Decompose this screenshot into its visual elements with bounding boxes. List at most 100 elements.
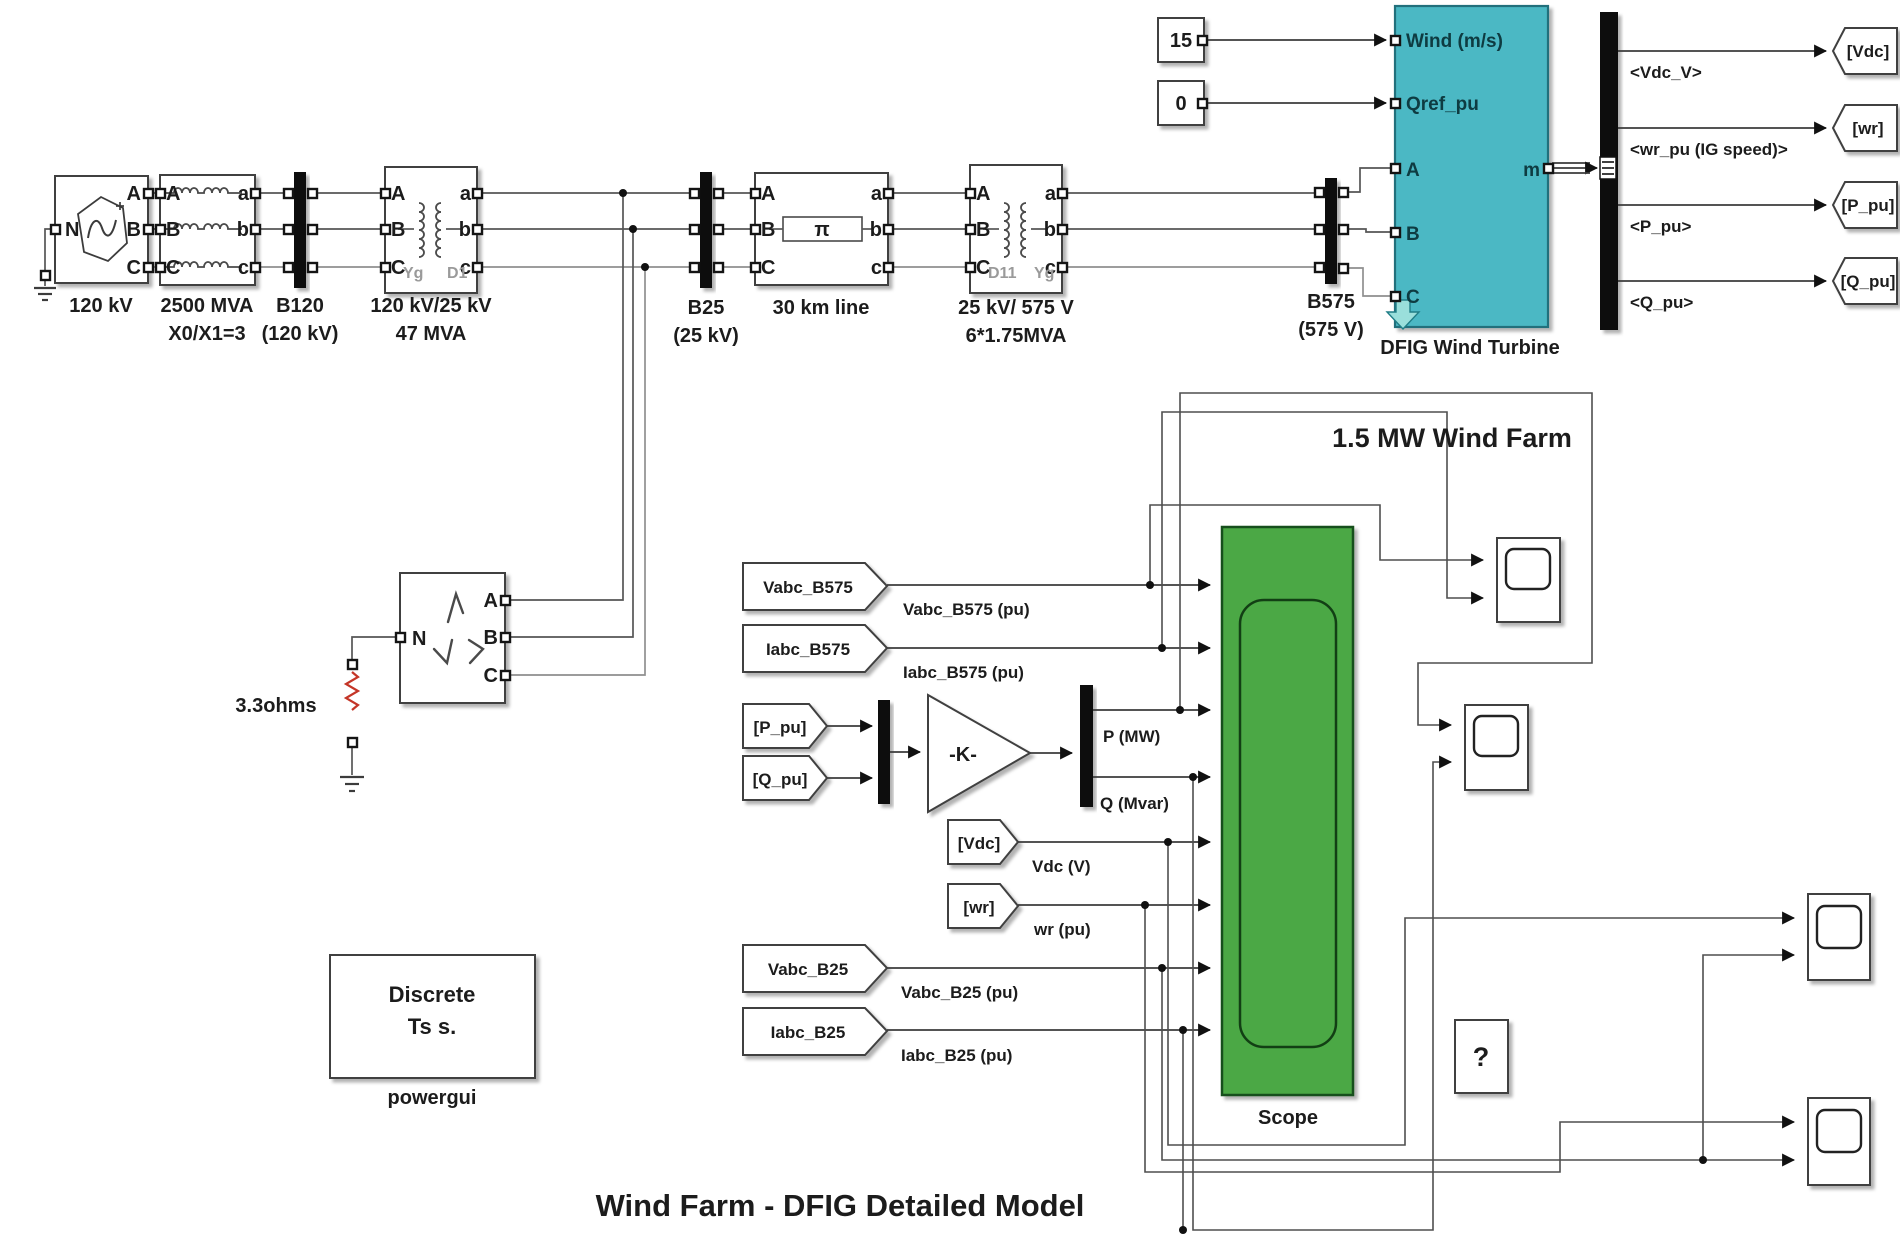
port[interactable] (471, 223, 484, 236)
port[interactable] (49, 223, 62, 236)
port[interactable] (142, 261, 155, 274)
port[interactable] (142, 223, 155, 236)
dfig-input-qref-label: Qref_pu (1406, 94, 1479, 115)
port[interactable] (1056, 261, 1069, 274)
scope2-screen-icon (1472, 714, 1520, 758)
constant-wind-speed-block[interactable] (1157, 17, 1205, 63)
port[interactable] (499, 669, 512, 682)
port[interactable] (712, 261, 725, 274)
port[interactable] (282, 223, 295, 236)
branch-dot (1158, 644, 1166, 652)
bus-b25[interactable] (700, 172, 712, 288)
port[interactable] (471, 261, 484, 274)
port[interactable] (1196, 34, 1209, 47)
port[interactable] (964, 223, 977, 236)
goto-tag-qpu[interactable] (1831, 257, 1898, 305)
port[interactable] (1389, 290, 1402, 303)
port-label: C (391, 257, 405, 279)
from-tag-vdc[interactable] (947, 819, 1020, 865)
constant-qref-block[interactable] (1157, 80, 1205, 126)
wire-ground-riser-a (505, 193, 624, 601)
port[interactable] (306, 223, 319, 236)
winding-label-yg: Yg (403, 265, 423, 282)
port[interactable] (154, 261, 167, 274)
port[interactable] (964, 261, 977, 274)
port[interactable] (379, 187, 392, 200)
port[interactable] (1313, 223, 1326, 236)
demux[interactable] (1080, 685, 1093, 807)
port[interactable] (749, 223, 762, 236)
port[interactable] (1389, 97, 1402, 110)
from-tag-ppu[interactable] (742, 703, 829, 749)
port[interactable] (882, 187, 895, 200)
port[interactable] (688, 223, 701, 236)
from-tag-wr[interactable] (947, 883, 1020, 929)
port[interactable] (1337, 186, 1350, 199)
pi-symbol: π (814, 219, 829, 241)
port[interactable] (1389, 162, 1402, 175)
port[interactable] (964, 187, 977, 200)
port[interactable] (1337, 223, 1350, 236)
from-tag-vabc-b575[interactable] (742, 562, 889, 611)
port[interactable] (249, 187, 262, 200)
dfig-wind-turbine-block[interactable] (1393, 4, 1550, 329)
port[interactable] (346, 658, 359, 671)
port[interactable] (154, 187, 167, 200)
bus-b575[interactable] (1325, 178, 1337, 284)
port[interactable] (749, 187, 762, 200)
port[interactable] (1056, 223, 1069, 236)
from-tag-vdc-label: [Vdc] (958, 834, 1001, 853)
port[interactable] (249, 223, 262, 236)
port[interactable] (379, 223, 392, 236)
from-tag-vabc-b25[interactable] (742, 944, 889, 993)
port[interactable] (282, 187, 295, 200)
port[interactable] (346, 736, 359, 749)
port[interactable] (306, 261, 319, 274)
port[interactable] (1313, 261, 1326, 274)
goto-tag-wr[interactable] (1831, 104, 1898, 152)
port[interactable] (712, 187, 725, 200)
gain-block[interactable] (927, 693, 1033, 814)
port[interactable] (379, 261, 392, 274)
port[interactable] (154, 223, 167, 236)
port[interactable] (688, 187, 701, 200)
help-block[interactable] (1454, 1019, 1509, 1094)
port[interactable] (1313, 186, 1326, 199)
port[interactable] (499, 631, 512, 644)
port[interactable] (749, 261, 762, 274)
mux[interactable] (878, 700, 890, 804)
port[interactable] (1389, 34, 1402, 47)
from-tag-iabc-b25[interactable] (742, 1007, 889, 1056)
port[interactable] (1389, 226, 1402, 239)
goto-tag-ppu[interactable] (1831, 181, 1898, 229)
port[interactable] (882, 223, 895, 236)
port[interactable] (1542, 162, 1555, 175)
port[interactable] (39, 269, 52, 282)
bus-b120[interactable] (294, 172, 306, 288)
bus-b25-label2: (25 kV) (673, 325, 739, 347)
port-label: A (976, 183, 990, 205)
goto-tag-vdc[interactable] (1831, 27, 1898, 75)
port[interactable] (142, 187, 155, 200)
port[interactable] (1196, 97, 1209, 110)
port-label: N (412, 628, 426, 650)
port[interactable] (1337, 262, 1350, 275)
port[interactable] (249, 261, 262, 274)
grounding-transformer-block[interactable] (399, 572, 506, 704)
port[interactable] (282, 261, 295, 274)
port[interactable] (499, 594, 512, 607)
scope-block[interactable] (1220, 525, 1355, 1097)
powergui-block[interactable] (329, 954, 536, 1079)
from-tag-qpu[interactable] (742, 755, 829, 801)
port[interactable] (1056, 187, 1069, 200)
port[interactable] (306, 187, 319, 200)
port-label: C (166, 257, 180, 279)
from-tag-iabc-b575[interactable] (742, 624, 889, 673)
port[interactable] (471, 187, 484, 200)
transformer-120-25-block[interactable] (384, 166, 478, 294)
port[interactable] (688, 261, 701, 274)
port[interactable] (712, 223, 725, 236)
port[interactable] (882, 261, 895, 274)
port[interactable] (394, 631, 407, 644)
phase-a-wires (148, 167, 1391, 194)
